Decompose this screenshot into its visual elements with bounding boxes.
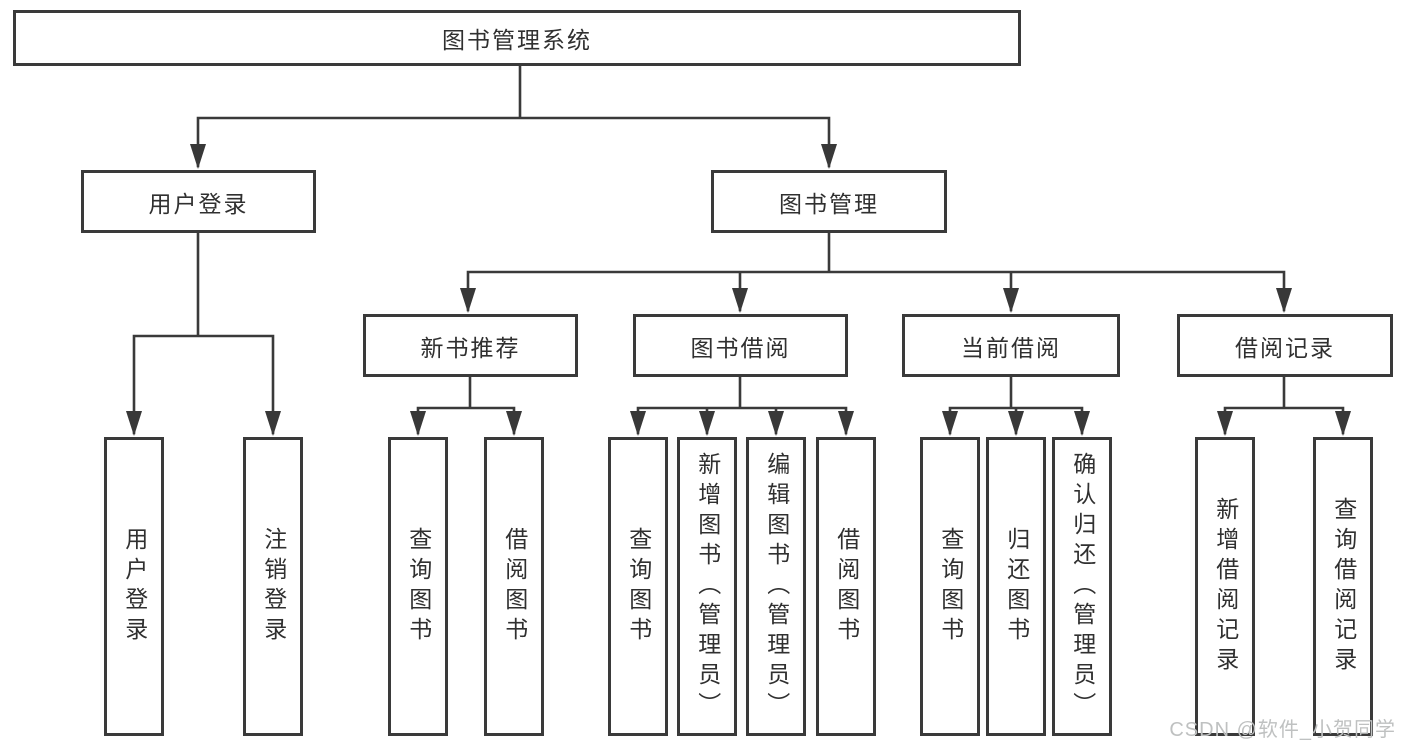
- leaf-query-book-borrow: 查询图书: [608, 437, 668, 736]
- node-book-borrow: 图书借阅: [633, 314, 848, 377]
- node-user-login: 用户登录: [81, 170, 316, 233]
- leaf-logout: 注销登录: [243, 437, 303, 736]
- leaf-query-book-current: 查询图书: [920, 437, 980, 736]
- watermark-text: CSDN @软件_小贺同学: [1169, 719, 1396, 741]
- node-library-management-system: 图书管理系统: [13, 10, 1021, 66]
- node-book-management: 图书管理: [711, 170, 947, 233]
- leaf-query-book-recommend: 查询图书: [388, 437, 448, 736]
- leaf-borrow-book: 借阅图书: [816, 437, 876, 736]
- leaf-user-login: 用户登录: [104, 437, 164, 736]
- arrowhead-icons: [126, 144, 1351, 436]
- node-new-book-recommend: 新书推荐: [363, 314, 578, 377]
- leaf-add-borrow-record: 新增借阅记录: [1195, 437, 1255, 736]
- node-borrow-records: 借阅记录: [1177, 314, 1393, 377]
- leaf-add-book-admin: 新增图书（管理员）: [677, 437, 737, 736]
- leaf-confirm-return-admin: 确认归还（管理员）: [1052, 437, 1112, 736]
- leaf-return-book: 归还图书: [986, 437, 1046, 736]
- node-current-borrow: 当前借阅: [902, 314, 1120, 377]
- leaf-borrow-book-recommend: 借阅图书: [484, 437, 544, 736]
- leaf-edit-book-admin: 编辑图书（管理员）: [746, 437, 806, 736]
- leaf-query-borrow-record: 查询借阅记录: [1313, 437, 1373, 736]
